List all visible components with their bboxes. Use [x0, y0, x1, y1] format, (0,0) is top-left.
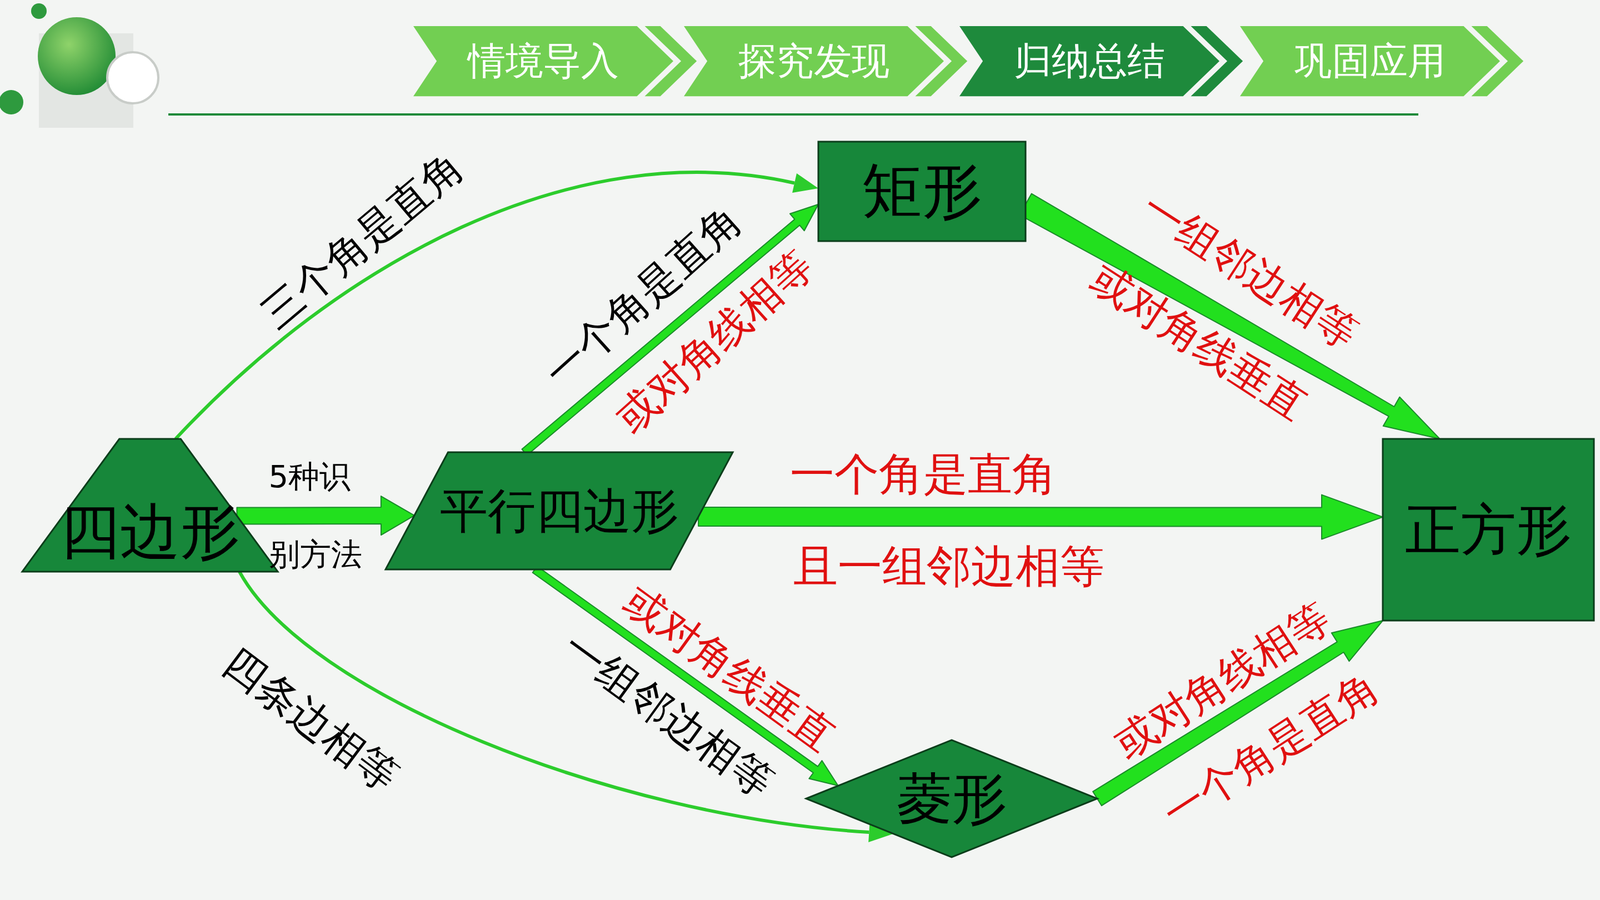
step-chevron: 情境导入	[413, 26, 674, 97]
shape-box: 四边形	[22, 438, 278, 572]
node-label: 矩形	[862, 156, 983, 226]
node-label: 归纳总结	[1013, 39, 1165, 83]
node-outline	[806, 740, 1098, 858]
arrow-connector	[698, 495, 1383, 540]
node-label: 四边形	[60, 497, 240, 567]
node-outline	[959, 26, 1220, 97]
node-outline	[1471, 26, 1524, 97]
node-outline	[385, 452, 733, 570]
arrow-connector	[239, 571, 894, 843]
node-outline	[683, 26, 944, 97]
node-outline	[915, 26, 968, 97]
arrow-connector	[236, 496, 415, 535]
deco-circle	[107, 52, 159, 104]
node-outline	[22, 438, 278, 572]
node-outline	[1191, 26, 1244, 97]
node-outline	[1240, 26, 1500, 97]
step-chevron: 归纳总结	[959, 26, 1220, 97]
deco-circle	[0, 90, 24, 115]
node-outline	[413, 26, 674, 97]
step-chevron: 巩固应用	[1240, 26, 1500, 97]
shape-box: 平行四边形	[385, 452, 733, 570]
node-label: 正方形	[1405, 497, 1572, 562]
node-label: 巩固应用	[1294, 39, 1446, 83]
node-label: 平行四边形	[440, 483, 679, 539]
step-chevron: 探究发现	[683, 26, 944, 97]
node-label: 情境导入	[467, 39, 619, 83]
condition-label: 且一组邻边相等	[793, 541, 1105, 593]
header-rule	[168, 113, 1419, 116]
node-label: 探究发现	[738, 39, 890, 83]
shape-diamond: 菱形	[806, 740, 1098, 858]
node-label: 菱形	[896, 766, 1008, 831]
node-outline	[645, 26, 698, 97]
deco-circle	[31, 3, 47, 19]
node-outline	[1382, 438, 1594, 621]
condition-label: 5种识别方法	[268, 437, 364, 594]
deco-circle	[37, 17, 116, 95]
node-outline	[818, 141, 1026, 242]
shape-box: 正方形	[1382, 438, 1594, 621]
condition-label: 一个角是直角	[790, 448, 1057, 500]
shape-box: 矩形	[818, 141, 1026, 242]
